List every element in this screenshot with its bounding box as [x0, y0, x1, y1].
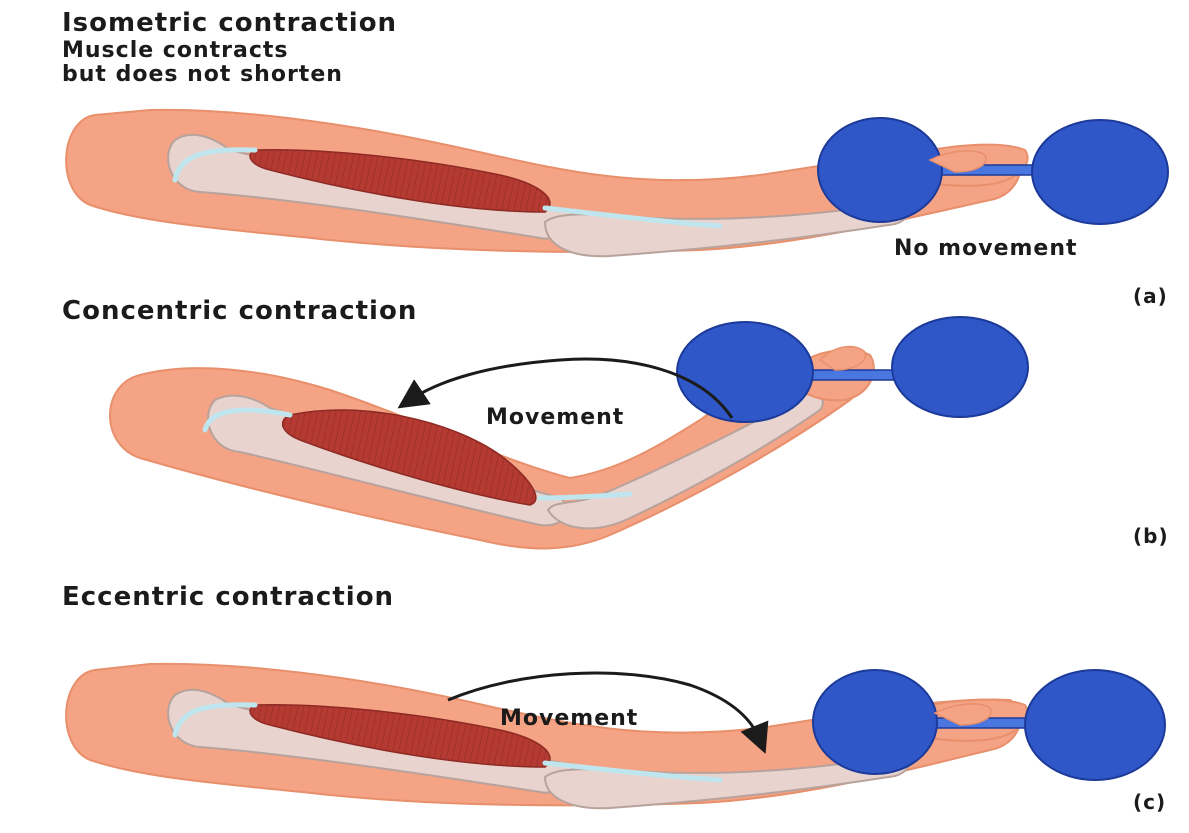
panel-b-arrow-label: Movement: [486, 405, 624, 431]
panel-a-letter: (a): [1133, 284, 1168, 308]
panel-a-title: Isometric contraction: [62, 8, 397, 38]
panel-b-title: Concentric contraction: [62, 296, 417, 326]
dumbbell-a: [818, 118, 1168, 224]
panel-a-subtitle-line1: Muscle contracts: [62, 38, 289, 64]
panel-b-letter: (b): [1133, 524, 1169, 548]
panel-c-arrow-label: Movement: [500, 706, 638, 732]
panel-a-note: No movement: [894, 236, 1078, 262]
dumbbell-c: [813, 670, 1165, 780]
dumbbell-b: [677, 317, 1028, 422]
panel-a-subtitle-line2: but does not shorten: [62, 62, 343, 88]
panel-c-title: Eccentric contraction: [62, 582, 394, 612]
panel-c-letter: (c): [1133, 790, 1166, 814]
